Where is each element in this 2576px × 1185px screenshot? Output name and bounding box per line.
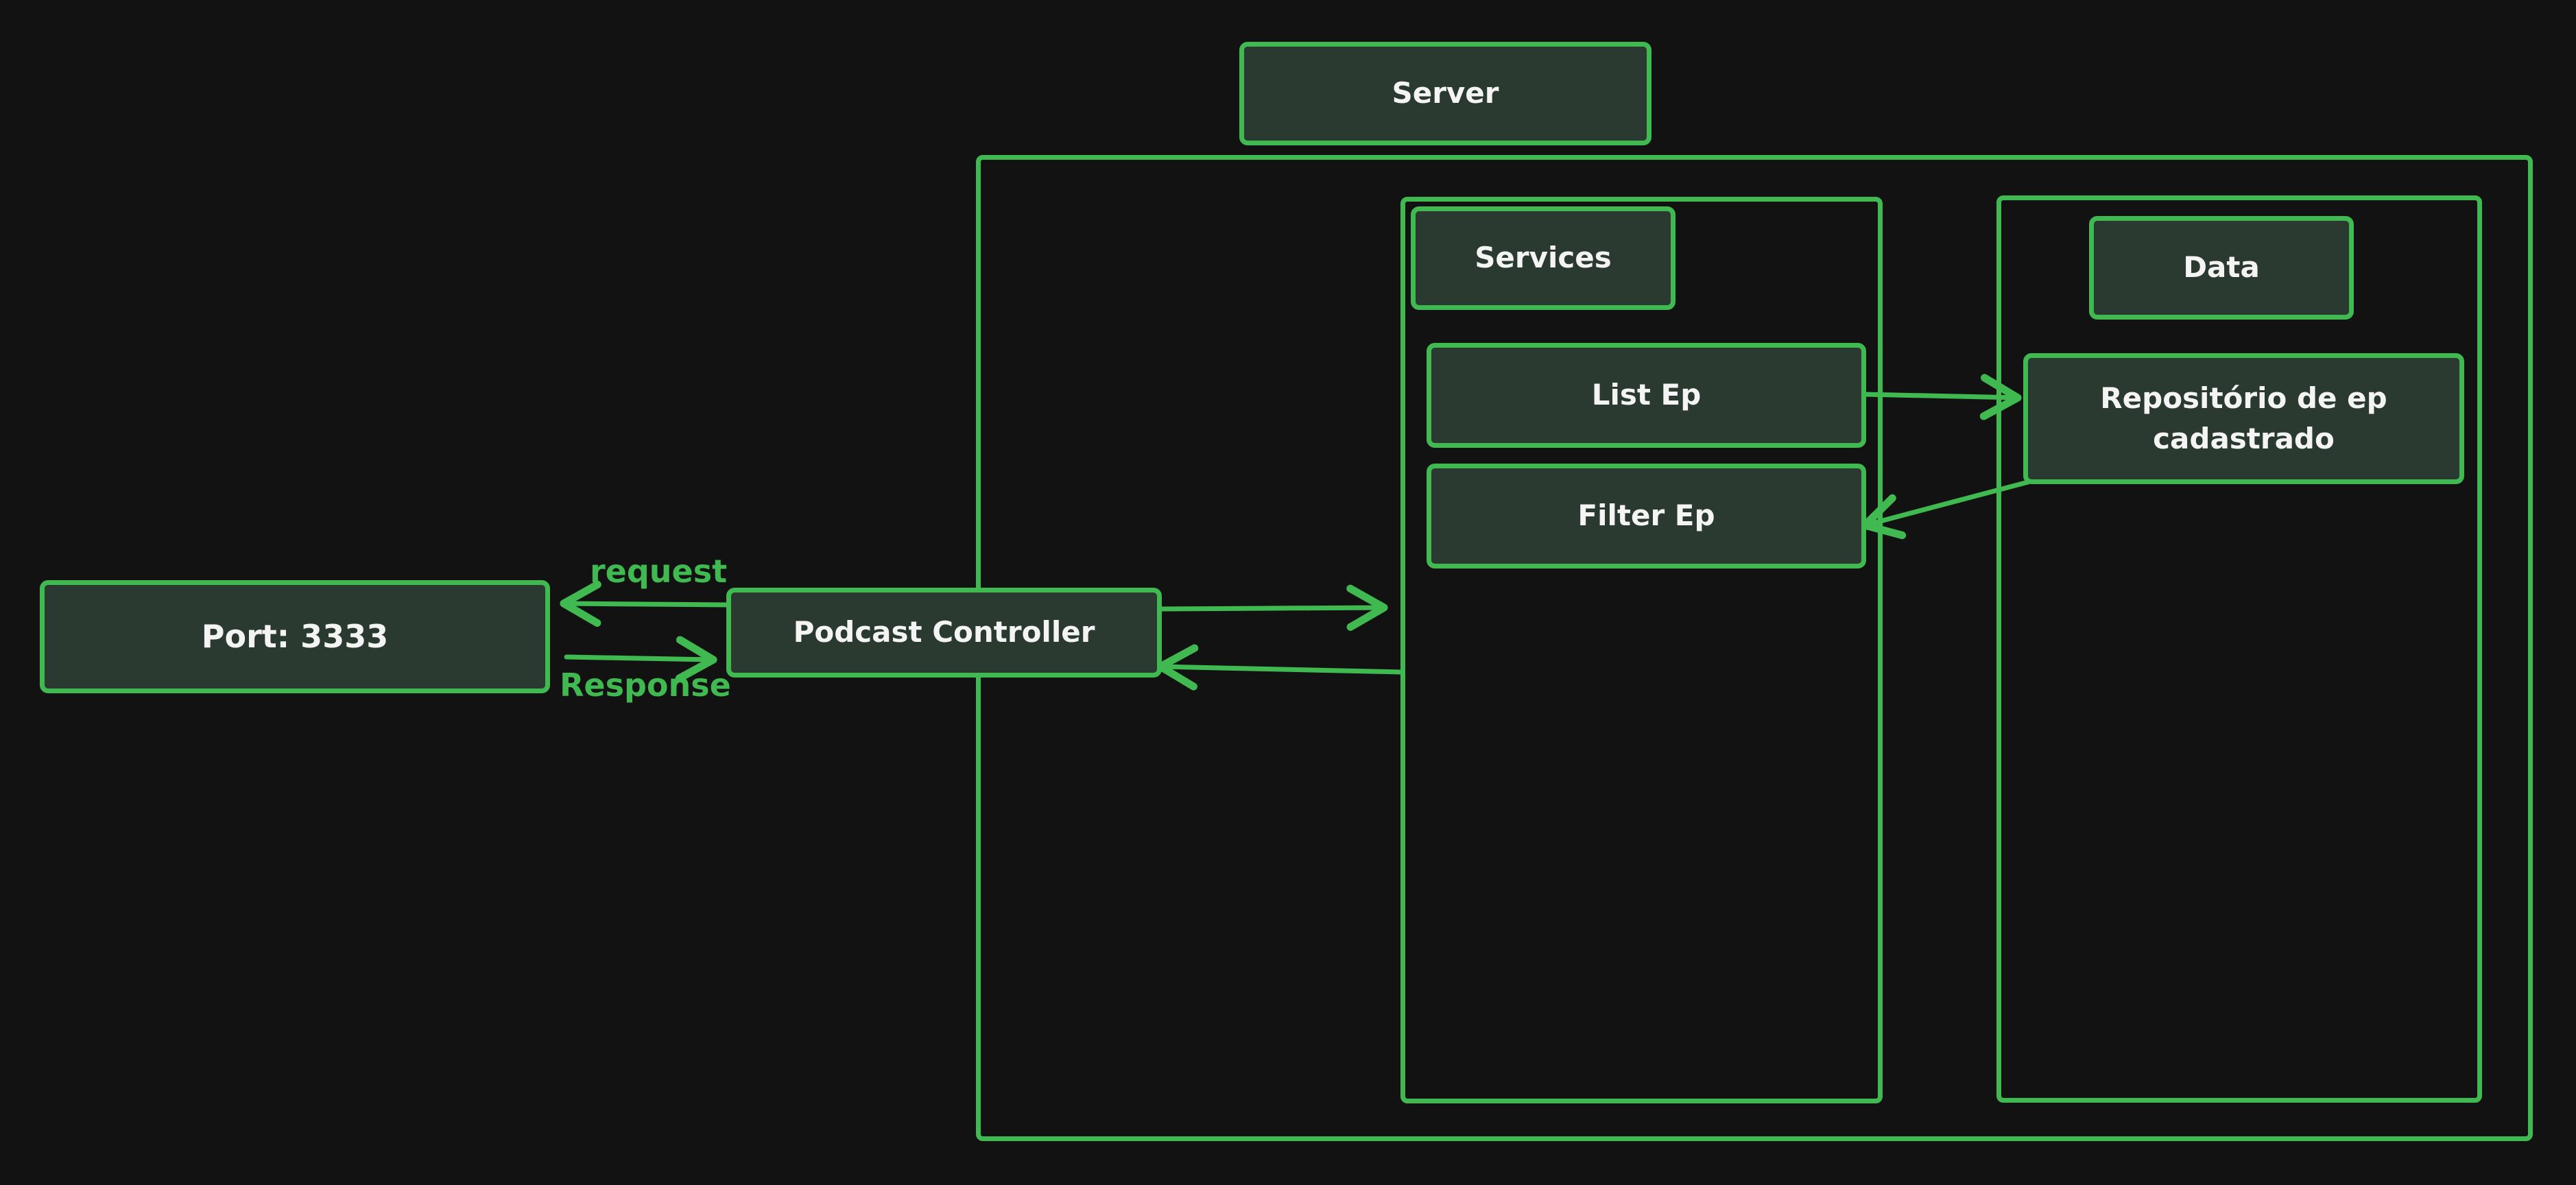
data-container[interactable] (1996, 195, 2482, 1103)
services-container[interactable] (1400, 197, 1883, 1103)
port-node[interactable]: Port: 3333 (40, 580, 550, 693)
repository-node[interactable]: Repositório de ep cadastrado (2023, 353, 2464, 484)
services-to-controller-arrow[interactable] (1156, 644, 1403, 691)
filter-ep-node[interactable]: Filter Ep (1427, 464, 1866, 568)
list-ep-node[interactable]: List Ep (1427, 343, 1866, 448)
repository-to-filter-ep-arrow[interactable] (1861, 479, 2031, 540)
response-label: Response (560, 667, 731, 704)
list-ep-to-repository-arrow[interactable] (1862, 374, 2022, 420)
services-node[interactable]: Services (1411, 206, 1675, 310)
podcast-controller-node[interactable]: Podcast Controller (726, 588, 1162, 678)
server-node[interactable]: Server (1239, 42, 1651, 145)
response-arrow[interactable] (564, 636, 717, 682)
request-label: request (590, 553, 728, 590)
controller-to-services-arrow[interactable] (1158, 584, 1388, 631)
request-arrow[interactable] (560, 580, 730, 627)
data-node[interactable]: Data (2089, 216, 2354, 320)
